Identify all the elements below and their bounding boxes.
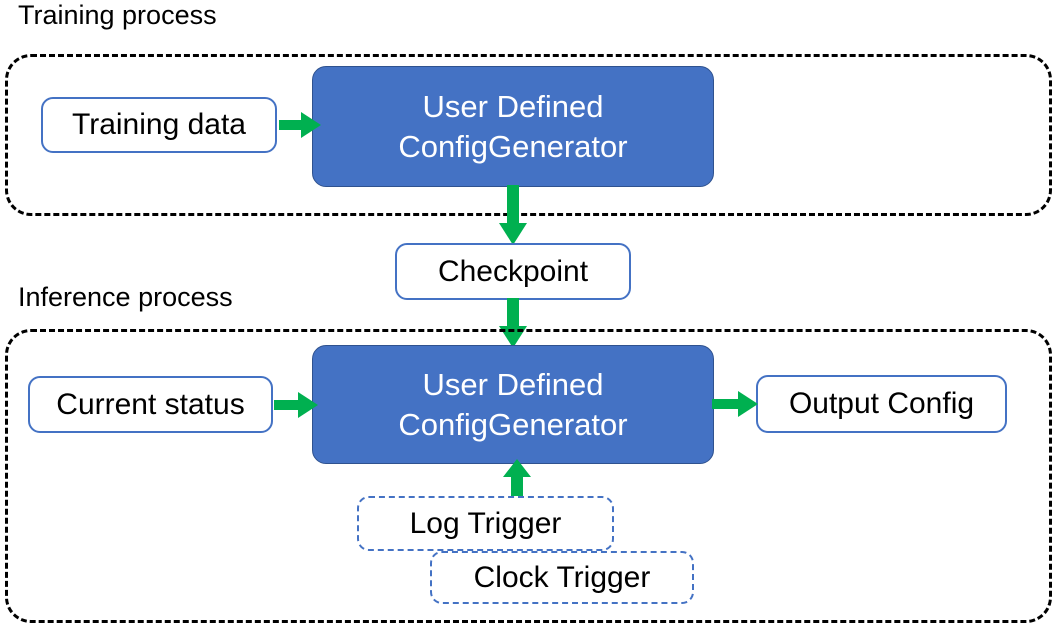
node-checkpoint[interactable]: Checkpoint xyxy=(395,243,631,300)
arrow-generator-to-output-config xyxy=(712,391,758,417)
node-generator-training-line2: ConfigGenerator xyxy=(398,128,628,164)
node-training-data[interactable]: Training data xyxy=(41,97,277,153)
node-user-defined-configgenerator-training[interactable]: User Defined ConfigGenerator xyxy=(312,66,714,187)
node-log-trigger-label: Log Trigger xyxy=(409,506,562,540)
node-checkpoint-label: Checkpoint xyxy=(437,254,589,288)
inference-process-caption: Inference process xyxy=(18,282,233,312)
arrow-current-status-to-generator xyxy=(274,392,318,418)
node-log-trigger[interactable]: Log Trigger xyxy=(357,496,614,551)
node-training-data-label: Training data xyxy=(72,108,246,141)
training-process-caption: Training process xyxy=(18,0,217,30)
node-current-status-label: Current status xyxy=(56,387,245,421)
node-generator-training-line1: User Defined xyxy=(422,88,604,124)
node-generator-inference-line1: User Defined xyxy=(422,366,604,402)
inference-process-container xyxy=(5,329,1052,623)
training-process-container xyxy=(5,54,1052,216)
arrow-training-data-to-generator xyxy=(279,112,321,138)
arrow-log-trigger-to-generator xyxy=(503,459,531,503)
arrow-generator-to-checkpoint xyxy=(499,185,527,245)
node-output-config-label: Output Config xyxy=(788,387,975,420)
node-current-status[interactable]: Current status xyxy=(28,376,273,433)
node-clock-trigger[interactable]: Clock Trigger xyxy=(430,551,694,604)
node-generator-inference-line2: ConfigGenerator xyxy=(398,406,628,442)
node-output-config[interactable]: Output Config xyxy=(756,375,1007,433)
node-clock-trigger-label: Clock Trigger xyxy=(473,560,651,594)
node-user-defined-configgenerator-inference[interactable]: User Defined ConfigGenerator xyxy=(312,345,714,464)
